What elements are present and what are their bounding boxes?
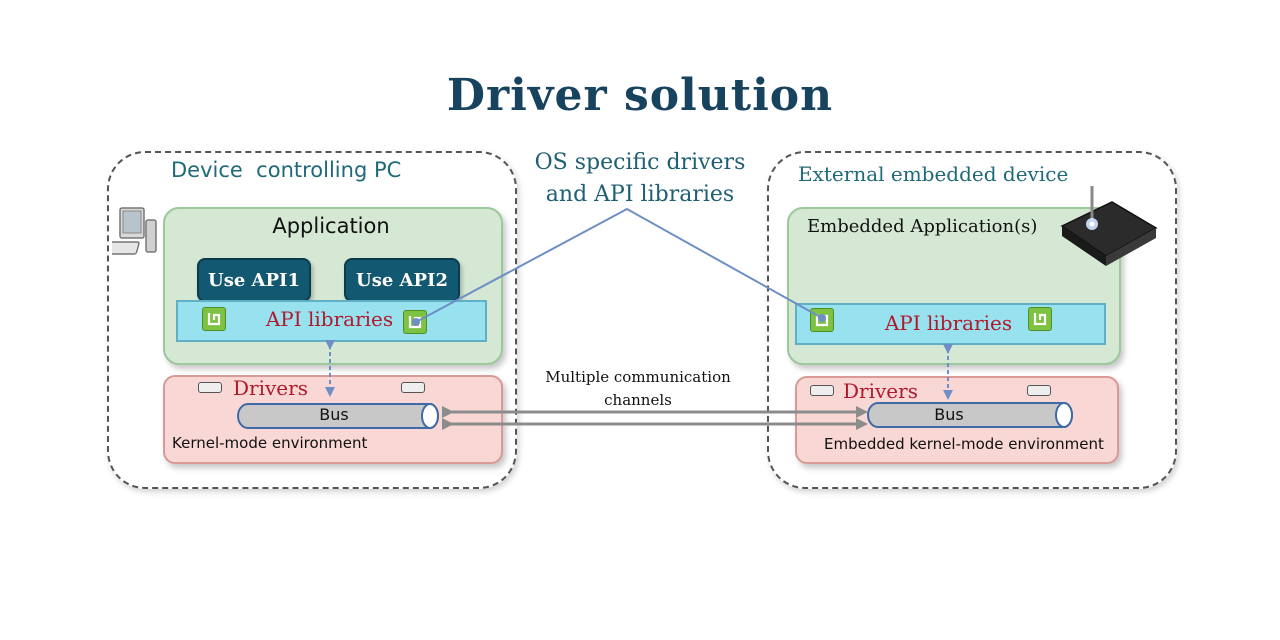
use-api2-button[interactable]: Use API2 [344, 258, 460, 302]
left-bus [236, 402, 442, 430]
right-region-label: External embedded device [798, 162, 1069, 186]
right-bus-label: Bus [934, 405, 964, 424]
computer-icon [101, 206, 160, 262]
left-bus-label: Bus [319, 405, 349, 424]
page-title: Driver solution [446, 70, 834, 121]
right-api-libraries-label: API libraries [884, 311, 1013, 335]
embedded-device-icon [1052, 184, 1160, 268]
right-api-libraries-bar [795, 303, 1106, 345]
chip-icon [401, 382, 425, 393]
callout-text: OS specific drivers and API libraries [510, 147, 770, 211]
left-region-label: Device controlling PC [171, 158, 402, 182]
right-application-label: Embedded Application(s) [807, 216, 1038, 237]
right-bus [866, 401, 1076, 429]
library-icon [403, 310, 427, 334]
callout-line-2: and API libraries [545, 182, 735, 207]
left-kernel-label: Kernel-mode environment [172, 434, 368, 452]
library-icon [202, 307, 226, 331]
callout-line-1: OS specific drivers [534, 150, 746, 175]
channels-line-1: Multiple communication [545, 368, 731, 386]
right-drivers-label: Drivers [843, 379, 918, 403]
chip-icon [1027, 385, 1051, 396]
library-icon [810, 308, 834, 332]
channels-line-2: channels [604, 391, 672, 409]
library-icon [1028, 307, 1052, 331]
left-drivers-label: Drivers [233, 376, 308, 400]
chip-icon [810, 385, 834, 396]
left-api-libraries-label: API libraries [265, 307, 394, 331]
left-application-label: Application [272, 214, 390, 238]
channels-text: Multiple communication channels [520, 366, 756, 412]
chip-icon [198, 382, 222, 393]
right-kernel-label: Embedded kernel-mode environment [824, 435, 1104, 453]
use-api1-button[interactable]: Use API1 [197, 258, 311, 302]
